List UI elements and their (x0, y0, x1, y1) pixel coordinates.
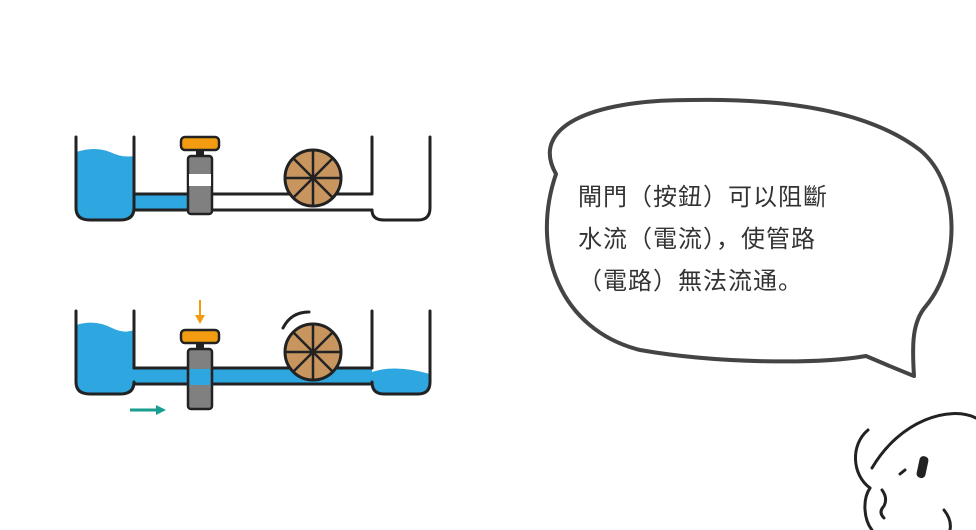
valve-icon (179, 135, 221, 216)
left-tank-water (76, 322, 430, 394)
tank-outline (74, 309, 432, 396)
explanation-line: 水流（電流），使管路 (578, 225, 816, 253)
open-valve-system (74, 300, 432, 415)
flow-arrow-icon (130, 405, 166, 415)
press-arrow-icon (195, 300, 205, 324)
character-icon (854, 412, 976, 530)
explanation-line: （電路）無法流通。 (578, 267, 803, 295)
pipe-water-left (134, 196, 190, 210)
speech-bubble (544, 97, 954, 378)
explanation-text: 閘門（按鈕）可以阻斷 水流（電流），使管路 （電路）無法流通。 (578, 176, 898, 302)
water-wheel-icon (283, 148, 343, 208)
closed-valve-system (74, 135, 432, 222)
water-wheel-icon (281, 310, 343, 382)
explanation-line: 閘門（按鈕）可以阻斷 (578, 183, 828, 211)
valve-icon (179, 328, 221, 411)
